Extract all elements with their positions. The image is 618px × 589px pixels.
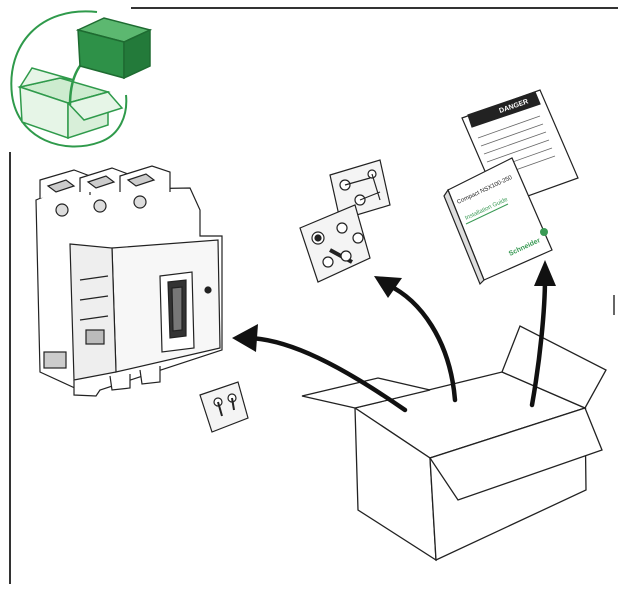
arrow-to-breaker [247, 335, 408, 413]
arrows [247, 275, 548, 413]
documentation-illustration: DANGER Compact NSX100-250 Installation G… [443, 89, 579, 286]
arrow-to-hardware [385, 282, 458, 403]
hardware-bag-illustration [299, 159, 391, 283]
screw-bag-illustration [199, 381, 249, 433]
unpacking-icon [10, 10, 153, 148]
page-frame [9, 7, 618, 584]
open-box-illustration [301, 325, 607, 562]
arrow-to-docs [529, 275, 548, 408]
circuit-breaker-illustration [35, 165, 223, 397]
arrowheads [232, 260, 556, 352]
